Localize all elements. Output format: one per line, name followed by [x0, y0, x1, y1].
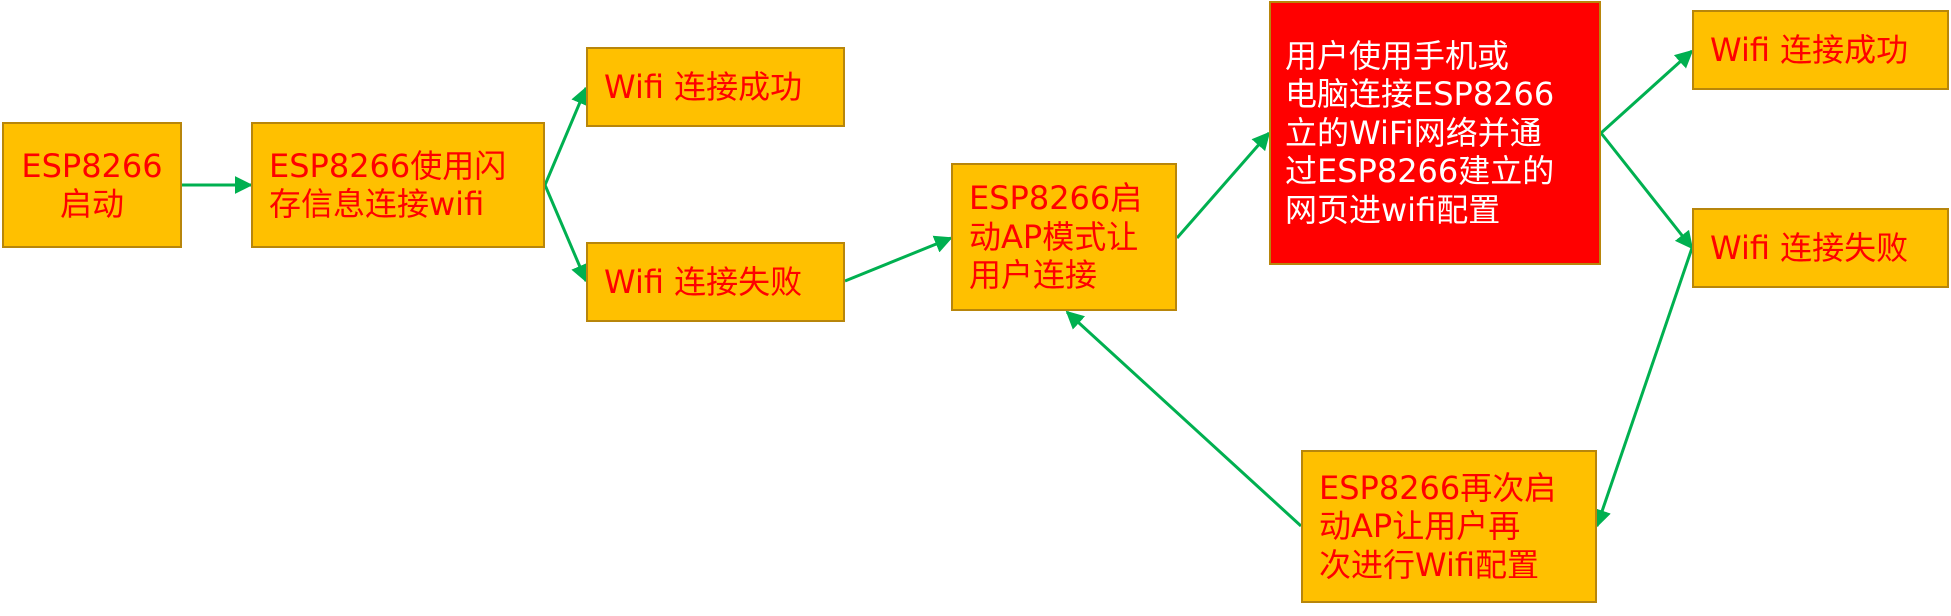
- node-flash-connect: ESP8266使用闪 存信息连接wifi: [251, 122, 545, 248]
- arrow-ap-mode-to-user-config: [1175, 131, 1271, 239]
- node-restart-ap: ESP8266再次启 动AP让用户再 次进行Wifi配置: [1301, 450, 1597, 603]
- arrow-fail-to-ap-mode: [844, 235, 953, 283]
- node-user-config: 用户使用手机或 电脑连接ESP8266 立的WiFi网络并通 过ESP8266建…: [1269, 1, 1601, 265]
- node-success-1: Wifi 连接成功: [586, 47, 845, 127]
- node-start: ESP8266 启动: [2, 122, 182, 248]
- arrow-flash-connect-to-success: [543, 86, 588, 186]
- node-fail-1: Wifi 连接失败: [586, 242, 845, 322]
- arrow-user-config-to-fail: [1599, 132, 1694, 250]
- arrow-flash-connect-to-fail: [543, 184, 588, 283]
- arrow-user-config-to-success: [1599, 49, 1694, 135]
- arrow-restart-ap-to-ap-mode: [1065, 310, 1303, 528]
- arrow-fail-to-restart-ap: [1593, 247, 1694, 528]
- node-success-2: Wifi 连接成功: [1692, 10, 1949, 90]
- node-fail-2: Wifi 连接失败: [1692, 208, 1949, 288]
- node-ap-mode: ESP8266启 动AP模式让 用户连接: [951, 163, 1177, 311]
